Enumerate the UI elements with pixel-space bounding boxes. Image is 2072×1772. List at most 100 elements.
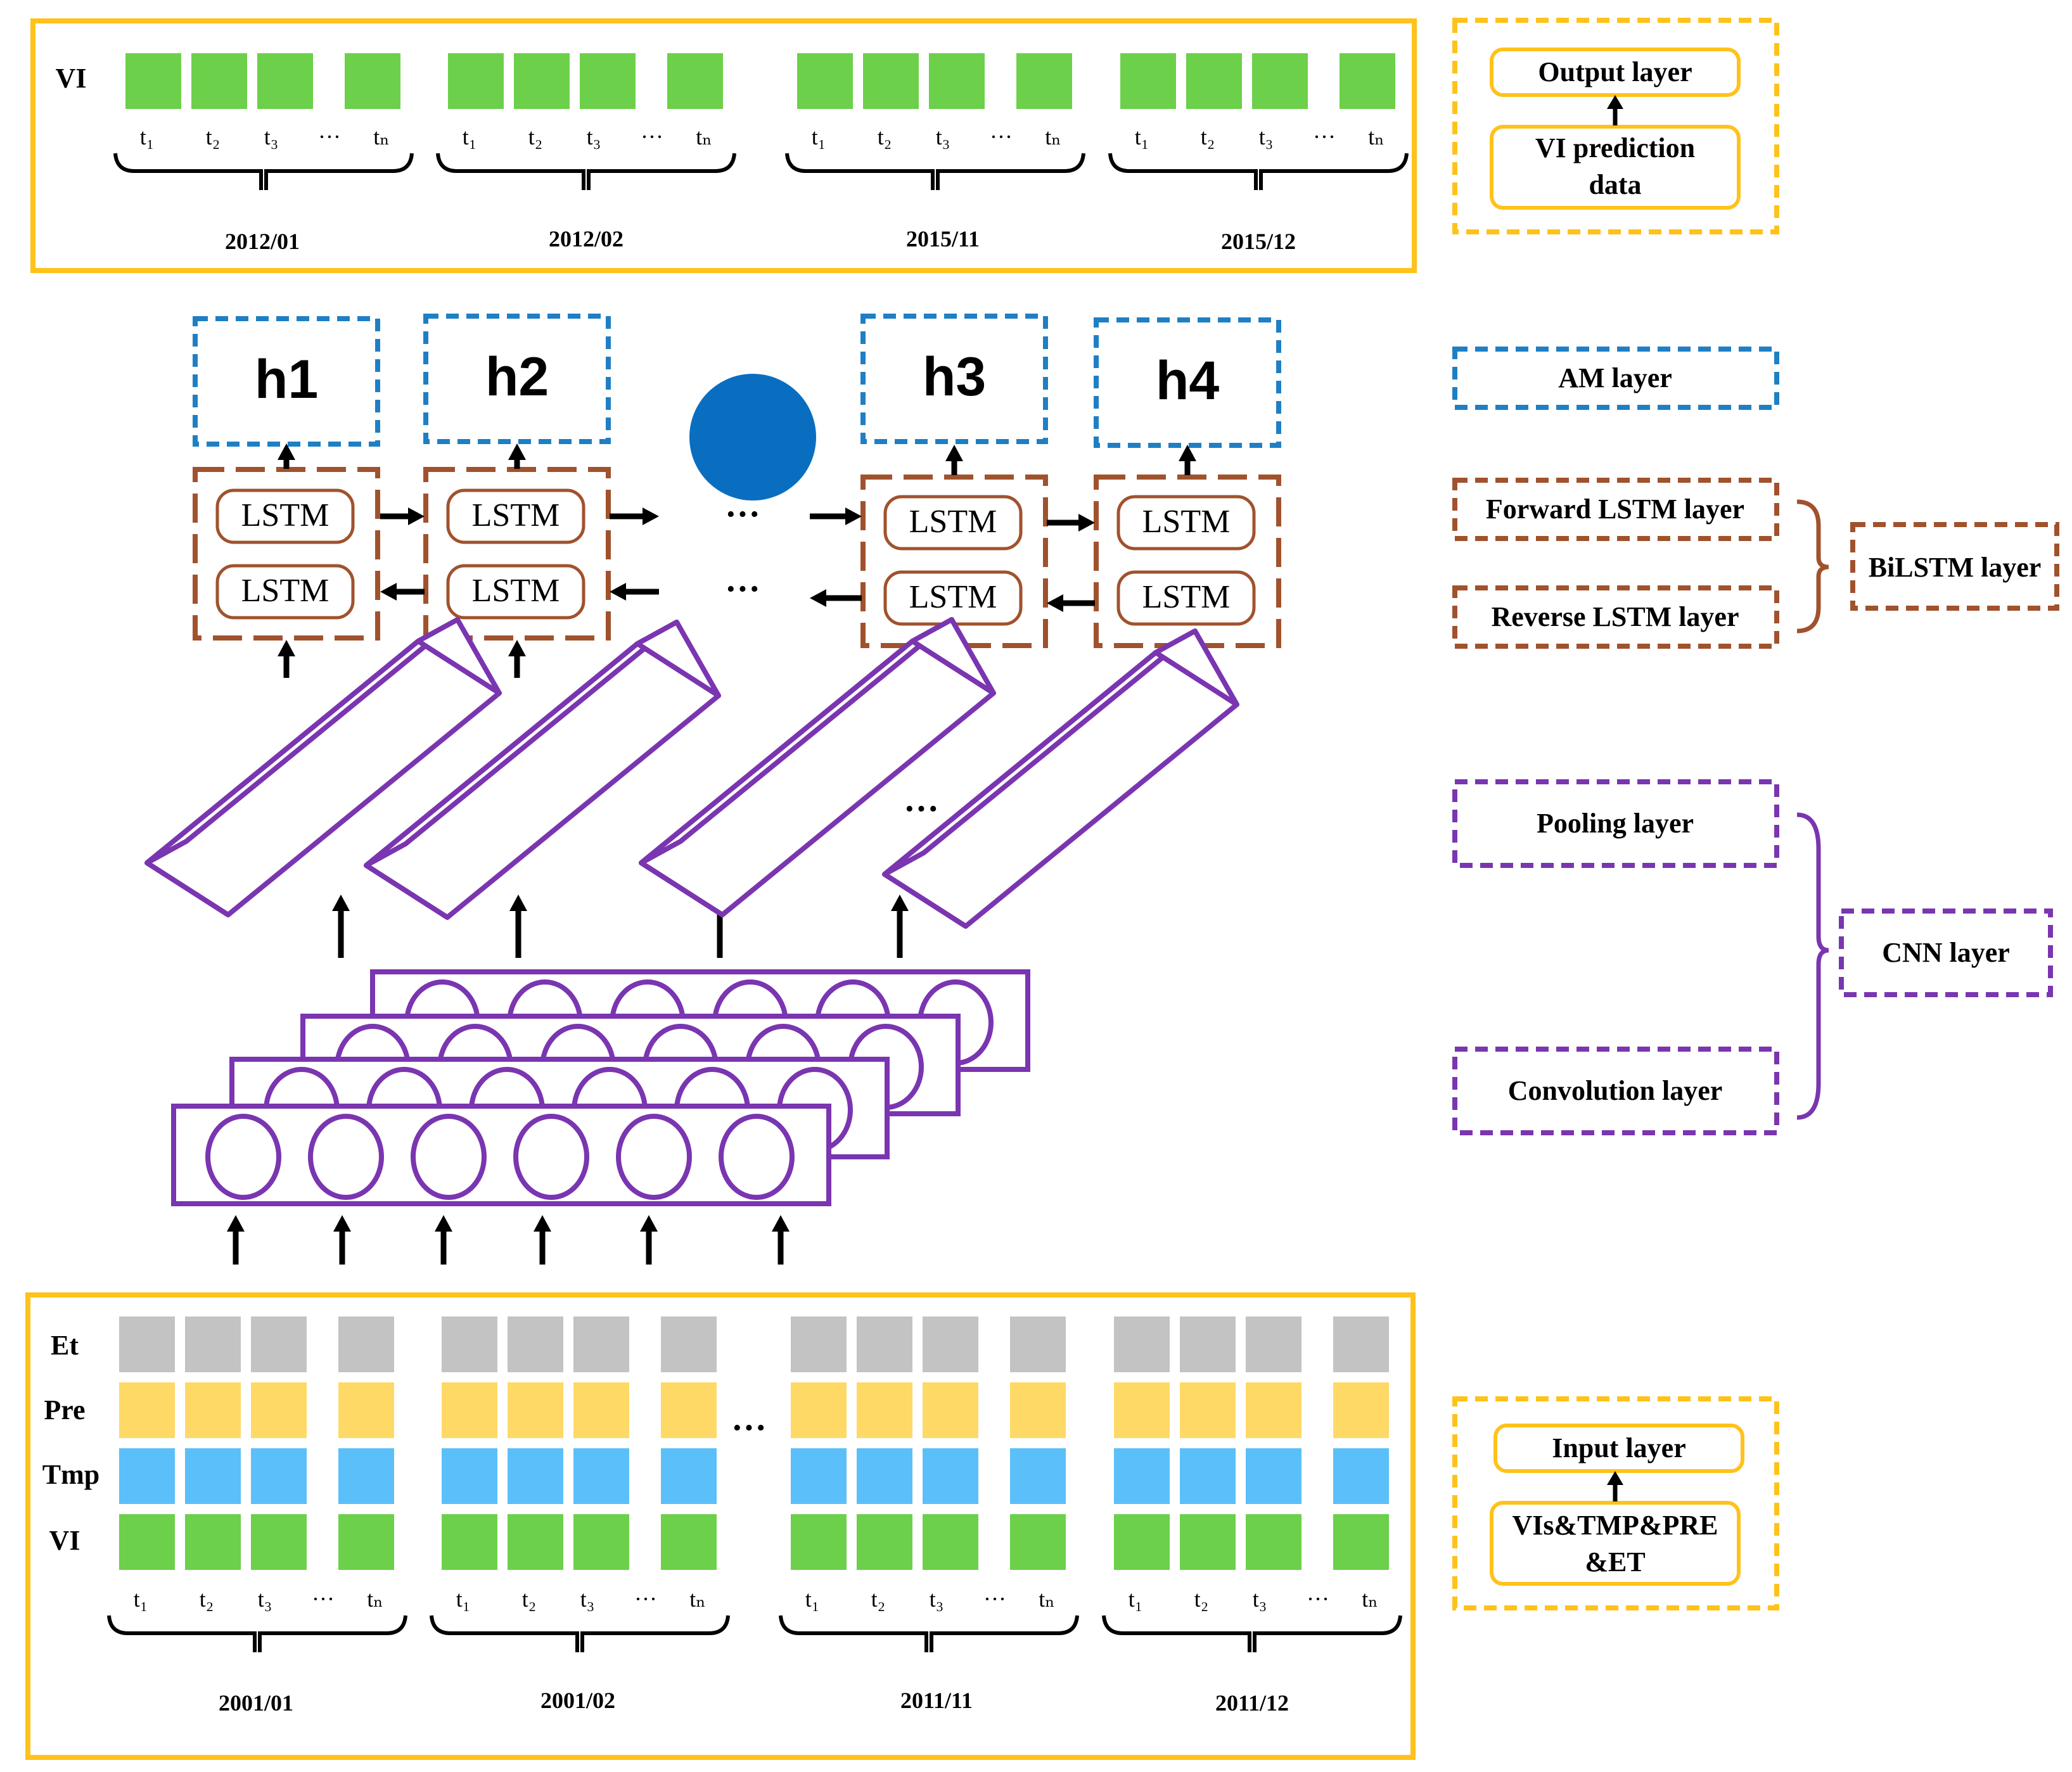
output-vi-cell xyxy=(1120,53,1176,109)
input-row-label: Pre xyxy=(44,1394,85,1425)
output-vi-cell xyxy=(1186,53,1242,109)
input-between-dots: ··· xyxy=(731,1408,767,1448)
pooling-dots: ··· xyxy=(904,789,939,829)
pooling-prism-edge xyxy=(145,860,230,917)
input-time-label: t₃ xyxy=(1253,1586,1267,1612)
input-tmp-cell xyxy=(442,1448,497,1504)
input-tmp-cell xyxy=(338,1448,394,1504)
legend-forward-frame xyxy=(1452,478,1779,541)
output-time-label: ··· xyxy=(318,124,341,150)
input-vi-cell xyxy=(923,1514,978,1570)
legend-input-data-box xyxy=(1490,1501,1741,1586)
output-time-label: ··· xyxy=(1313,124,1336,150)
input-time-label: t₃ xyxy=(258,1586,272,1612)
input-brace xyxy=(779,1615,1079,1652)
legend-bilstm-frame xyxy=(1850,522,2059,611)
input-time-label: ··· xyxy=(1307,1586,1329,1612)
input-brace xyxy=(1102,1615,1402,1652)
legend-vi-prediction: VI prediction xyxy=(1535,132,1695,163)
up-arrow-head xyxy=(891,895,909,911)
output-brace xyxy=(1108,153,1409,190)
attention-cell xyxy=(193,316,380,447)
input-tmp-cell xyxy=(185,1448,241,1504)
lstm-label: LSTM xyxy=(909,579,997,615)
output-vi-cell xyxy=(1016,53,1072,109)
input-time-label: tₙ xyxy=(1362,1586,1378,1612)
input-tmp-cell xyxy=(1180,1448,1236,1504)
left-arrow-head xyxy=(380,583,397,601)
attention-layer: h1 h2 h3 h4 xyxy=(193,314,1281,500)
up-arrow-head xyxy=(509,895,527,911)
bilstm-cell-frame xyxy=(860,475,1048,648)
up-arrow-head xyxy=(640,1215,658,1232)
output-time-label: ··· xyxy=(990,124,1013,150)
up-arrow-head xyxy=(227,1215,245,1232)
legend-input-layer: Input layer xyxy=(1552,1432,1685,1463)
input-vi-cell xyxy=(508,1514,563,1570)
legend-arrow-head xyxy=(1607,1471,1623,1485)
output-time-label: t₂ xyxy=(878,124,892,150)
input-tmp-cell xyxy=(251,1448,307,1504)
input-time-label: t₂ xyxy=(200,1586,214,1612)
legend-cnn-layer: CNN layer xyxy=(1882,937,2010,968)
attention-cell-label: h3 xyxy=(923,347,986,407)
legend-arrow-head xyxy=(1607,95,1623,109)
reverse-lstm-cell xyxy=(446,564,585,620)
pooling-prism-end xyxy=(1153,628,1239,707)
input-et-cell xyxy=(1246,1316,1301,1372)
input-group-label: 2011/12 xyxy=(1215,1690,1289,1716)
input-pre-cell xyxy=(338,1382,394,1438)
input-group-label: 2001/01 xyxy=(219,1690,293,1716)
input-et-cell xyxy=(508,1316,563,1372)
lstm-label: LSTM xyxy=(241,573,329,609)
attention-cell xyxy=(860,314,1048,444)
input-et-cell xyxy=(1114,1316,1170,1372)
right-arrow-head xyxy=(643,507,659,525)
input-time-label: tₙ xyxy=(1039,1586,1055,1612)
input-pre-cell xyxy=(185,1382,241,1438)
output-vi-cell xyxy=(191,53,247,109)
input-vi-cell xyxy=(791,1514,847,1570)
input-et-cell xyxy=(791,1316,847,1372)
legend-output-layer: Output layer xyxy=(1538,56,1692,87)
convolution-stack xyxy=(171,969,1030,1206)
bilstm-cell-frame xyxy=(1094,475,1281,648)
input-time-label: t₃ xyxy=(930,1586,944,1612)
input-tmp-cell xyxy=(791,1448,847,1504)
input-time-label: ··· xyxy=(983,1586,1006,1612)
input-pre-cell xyxy=(442,1382,497,1438)
input-time-label: t₁ xyxy=(456,1586,471,1612)
output-time-label: t₃ xyxy=(587,124,601,150)
input-group-label: 2011/11 xyxy=(900,1688,973,1713)
input-time-label: tₙ xyxy=(367,1586,383,1612)
up-arrow-head xyxy=(772,1215,790,1232)
attention-cell xyxy=(1094,317,1281,448)
up-arrow-head xyxy=(1179,445,1196,461)
input-vi-cell xyxy=(1246,1514,1301,1570)
legend-reverse-lstm: Reverse LSTM layer xyxy=(1492,601,1739,632)
output-vi-cell xyxy=(1340,53,1395,109)
output-time-label: tₙ xyxy=(696,124,712,150)
legend-input-data: VIs&TMP&PRE xyxy=(1512,1510,1718,1541)
output-group-label: 2015/11 xyxy=(906,226,980,252)
input-tmp-cell xyxy=(857,1448,912,1504)
input-tmp-cell xyxy=(119,1448,175,1504)
input-vi-cell xyxy=(185,1514,241,1570)
convolution-neuron xyxy=(308,1114,384,1200)
legend-bilstm-layer: BiLSTM layer xyxy=(1869,552,2042,583)
left-arrow-head xyxy=(610,583,626,601)
legend-reverse-frame xyxy=(1452,585,1779,649)
input-time-label: t₂ xyxy=(522,1586,537,1612)
output-vi-cell xyxy=(863,53,919,109)
pooling-prism-end xyxy=(635,620,721,698)
input-vi-cell xyxy=(119,1514,175,1570)
output-time-label: t₁ xyxy=(140,124,155,150)
output-vi-cell xyxy=(257,53,313,109)
up-arrow-head xyxy=(435,1215,452,1232)
input-time-label: ··· xyxy=(312,1586,335,1612)
input-panel-frame xyxy=(25,1292,1416,1760)
input-time-label: t₂ xyxy=(871,1586,886,1612)
output-group-label: 2012/01 xyxy=(225,229,300,254)
output-time-label: t₁ xyxy=(812,124,826,150)
